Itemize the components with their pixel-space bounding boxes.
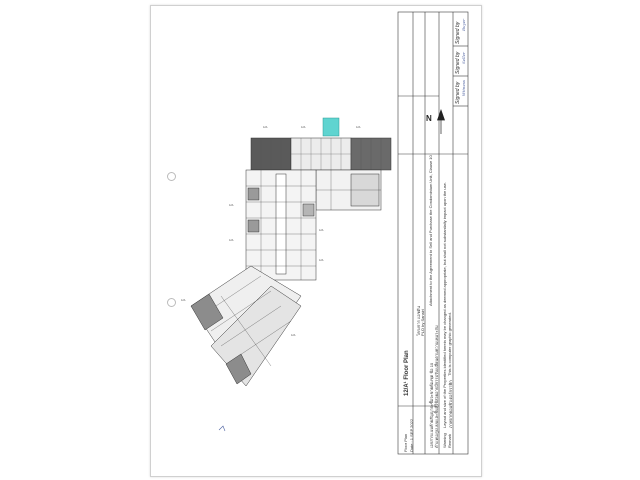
developer-by: PLO by Sansiri (420, 309, 425, 336)
unit-area-labels: 12A 12A 12A 12A 12A 12A 12A 12A 12A (181, 126, 361, 337)
floor-plan-drawing: 12A 12A 12A 12A 12A 12A 12A 12A 12A (181, 11, 469, 455)
punch-hole-icon (167, 172, 176, 181)
svg-text:12A: 12A (319, 229, 324, 232)
sign-role-3: Witness (461, 80, 466, 96)
svg-text:12A: 12A (229, 239, 234, 242)
sign-role-2: Seller (461, 52, 466, 64)
tower-upper-block (250, 117, 392, 171)
thai-notice-1: ตำแหน่งรูปแบบและพื้นที่ใช้สอยอาจมีการปรั… (434, 325, 439, 448)
attachment-ref: Attachment to the Agreement to Sell and … (428, 155, 433, 306)
svg-text:12A: 12A (301, 126, 306, 129)
punch-hole-icon (167, 298, 176, 307)
north-arrow-icon (437, 108, 445, 134)
svg-text:12A: 12A (356, 126, 361, 129)
thai-notice-2: ภาพจากคอมพิวเตอร์กราฟิก (448, 380, 453, 428)
handwriting-mark (218, 425, 226, 432)
document-sheet: 12A 12A 12A 12A 12A 12A 12A 12A 12A Floo… (150, 5, 482, 477)
floor-plan-label: Floor Plan (403, 433, 408, 452)
remark-label: Remark (447, 433, 452, 448)
notice-2: This is computer graphic generated. (447, 312, 452, 376)
north-label: N (426, 114, 432, 123)
date-label: Date : 1 SEP 2022 (409, 418, 414, 452)
svg-text:12A: 12A (181, 299, 186, 302)
title-block-frame (397, 11, 469, 455)
sign-role-1: Buyer (461, 18, 466, 31)
tower-lower-wing (190, 265, 302, 387)
svg-text:12A: 12A (319, 259, 324, 262)
tower-right-wing (315, 169, 382, 211)
highlighted-unit (322, 117, 340, 137)
svg-text:12A: 12A (229, 204, 234, 207)
svg-text:12A: 12A (291, 334, 296, 337)
tower-central-spine (245, 169, 317, 281)
svg-text:12A: 12A (263, 126, 268, 129)
plan-title: 12/A¹ Floor Plan (404, 350, 410, 396)
